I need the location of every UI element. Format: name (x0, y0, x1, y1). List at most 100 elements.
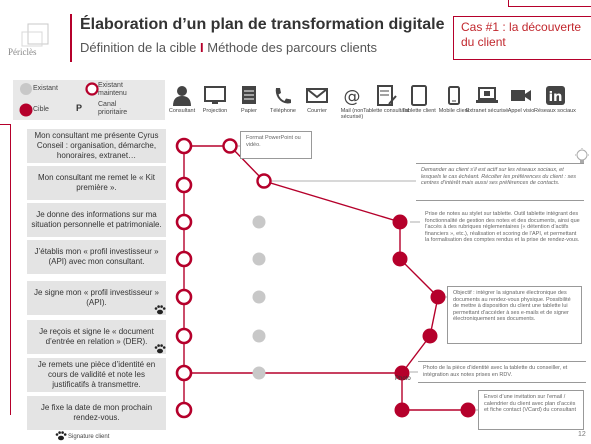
case-label: Cas #1 : la découverte du client (461, 20, 589, 50)
video-icon (511, 90, 531, 101)
step-text: Je remets une pièce d’identité en cours … (37, 360, 156, 389)
channel-tablet-pen: Tablette consultant (363, 80, 409, 124)
step-box: Je signe mon « profil investisseur » (AP… (27, 281, 166, 315)
maintained-marker (175, 176, 193, 194)
svg-text:in: in (549, 90, 563, 105)
subtitle-separator: I (199, 40, 204, 55)
step-box: Mon consultant me remet le « Kit premièr… (27, 166, 166, 200)
paw-signature-icon (55, 431, 67, 441)
note-social: Demander au client s’il est actif sur le… (416, 163, 584, 201)
legend-existing-marker (20, 83, 32, 95)
footer-signature-label: Signature client (68, 434, 110, 440)
target-marker (392, 214, 408, 230)
channel-label: Mail (non sécurisé) (340, 108, 364, 120)
tablet-pen-icon (377, 85, 397, 106)
channel-label: Tablette client (402, 108, 436, 114)
case-description: : la découverte du client (461, 20, 582, 49)
channel-label: Tablette consultant (363, 108, 409, 114)
person-icon (173, 86, 191, 106)
tablet-icon (411, 85, 427, 106)
lightbulb-icon (575, 148, 589, 163)
logo-text: Périclès (8, 47, 37, 57)
channel-mail: Courrier (300, 80, 334, 124)
legend-maintained-marker (85, 82, 99, 96)
channel-label: Mobile client (438, 108, 470, 114)
note-photo: Photo de la pièce d’identité avec la tab… (418, 361, 586, 383)
existing-marker (252, 329, 266, 343)
svg-text:@: @ (344, 87, 361, 106)
maintained-marker (175, 137, 193, 155)
paper-icon (242, 86, 256, 104)
mobile-icon (448, 86, 460, 105)
mail-icon (306, 88, 328, 103)
case-frame (453, 16, 591, 60)
note-signature: Objectif : intégrer la signature électro… (447, 286, 582, 344)
monitor-icon (204, 86, 226, 104)
step-box: Je fixe la date de mon prochain rendez-v… (27, 396, 166, 430)
phone-icon (275, 88, 291, 104)
channel-at: @ Mail (non sécurisé) (335, 80, 369, 124)
maintained-marker (175, 327, 193, 345)
laptop-icon (476, 87, 498, 103)
note-invitation: Envoi d’une invitation sur l’email / cal… (478, 390, 584, 430)
step-text: Je fixe la date de mon prochain rendez-v… (40, 403, 153, 422)
legend-markers (19, 82, 99, 117)
channel-label: Projection (202, 108, 228, 114)
legend-maintained-label: Existant maintenu (98, 82, 127, 97)
maintained-marker (175, 401, 193, 419)
channel-label: Consultant (168, 108, 196, 114)
existing-marker (252, 252, 266, 266)
channel-label: Extranet sécurisé (465, 108, 509, 114)
step-text: J’établis mon « profil investisseur » (A… (34, 247, 159, 266)
existing-marker (252, 366, 266, 380)
photo-label: Photo (395, 376, 411, 382)
target-marker (392, 251, 408, 267)
page-title: Élaboration d’un plan de transformation … (80, 16, 445, 33)
channel-paper: Papier (232, 80, 266, 124)
target-marker (422, 328, 438, 344)
title-divider (70, 14, 72, 62)
subtitle-part2: Méthode des parcours clients (207, 40, 378, 55)
case-number: Cas #1 (461, 20, 500, 34)
step-text: Je donne des informations sur ma situati… (31, 210, 162, 229)
existing-marker (252, 215, 266, 229)
channel-mobile: Mobile client (437, 80, 471, 124)
maintained-marker (222, 138, 238, 154)
header: Périclès Élaboration d’un plan de transf… (0, 0, 591, 80)
step-text: Mon consultant me présente Cyrus Conseil… (34, 131, 159, 160)
note-tablet: Prise de notes au stylet sur tablette. O… (420, 208, 586, 266)
linkedin-icon: in (546, 86, 565, 105)
channel-label: Réseaux sociaux (534, 108, 576, 114)
maintained-marker (175, 250, 193, 268)
step-text: Je reçois et signe le « document d’entré… (39, 327, 154, 346)
step-text: Je signe mon « profil investisseur » (AP… (34, 288, 159, 307)
legend-target-label: Cible (33, 106, 49, 113)
existing-marker (252, 290, 266, 304)
channel-tablet: Tablette client (402, 80, 436, 124)
legend-existing-label: Existant (33, 85, 58, 92)
left-bracket (0, 124, 11, 415)
paw-signature-icon (154, 344, 166, 354)
target-marker (394, 365, 410, 381)
maintained-marker (175, 213, 193, 231)
legend-target-marker (19, 103, 33, 117)
step-box: Mon consultant me présente Cyrus Conseil… (27, 129, 166, 163)
legend-priority-letter: P (76, 103, 83, 113)
channel-label: Courrier (307, 108, 327, 114)
maintained-marker (175, 288, 193, 306)
page-number: 12 (578, 431, 586, 438)
target-marker (460, 402, 476, 418)
channel-label: Appel visio (507, 108, 535, 114)
target-marker (394, 402, 410, 418)
step-box: Je remets une pièce d’identité en cours … (27, 358, 166, 392)
note-format: Format PowerPoint ou vidéo. (240, 131, 312, 159)
channel-phone: Téléphone (266, 80, 300, 124)
step-box: J’établis mon « profil investisseur » (A… (27, 240, 166, 274)
channel-person: Consultant (165, 80, 199, 124)
legend-priority-label: Canal prioritaire (98, 101, 128, 116)
top-accent-frame (508, 0, 591, 7)
pericles-logo-icon (21, 23, 49, 47)
step-text: Mon consultant me remet le « Kit premièr… (38, 173, 155, 192)
step-box: Je reçois et signe le « document d’entré… (27, 320, 166, 354)
